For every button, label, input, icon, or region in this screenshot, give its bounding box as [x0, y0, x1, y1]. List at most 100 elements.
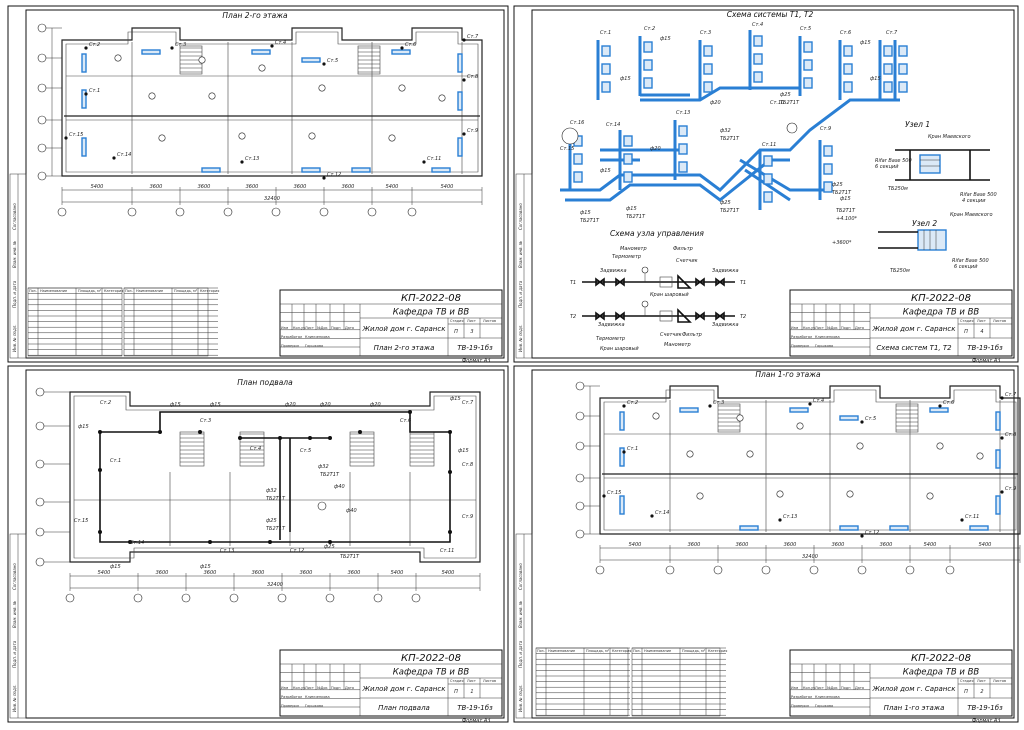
radiator: [995, 495, 1001, 515]
dimension-label: 5400: [391, 570, 404, 576]
riser-label: Ст.9: [467, 128, 478, 134]
side-label: Согласовано: [518, 563, 523, 590]
stamp-col: Лист: [977, 679, 986, 683]
pipe-label: ф15: [110, 564, 121, 570]
pipe-label: ф15: [840, 196, 851, 202]
stamp-col: Стадия: [450, 319, 463, 323]
pipe-label: ТБ2Т1Т: [266, 526, 286, 532]
node-title: Узел 1: [905, 120, 930, 129]
radiator: [643, 77, 653, 89]
ctrl-label: Фильтр: [673, 246, 693, 252]
sheet-1st-floor: Инв. № подл. Подп. и дата Взам. инв. № С…: [513, 365, 1021, 724]
pipe-label: ф15: [450, 396, 461, 402]
radiator: [889, 525, 909, 531]
riser-label: Ст.5: [327, 58, 338, 64]
object-name: Жилой дом г. Саранск: [872, 325, 957, 333]
ctrl-label: Фильтр: [682, 332, 702, 338]
stamp-col: Лист: [467, 319, 476, 323]
pipe-label: ф32: [318, 464, 329, 470]
pipe-label: ТБ2Т1Т: [266, 496, 286, 502]
stamp-header: №Док: [827, 686, 838, 690]
dimension-label: 5400: [386, 184, 399, 190]
dimension-label: 3600: [736, 542, 749, 548]
control-title: Схема узла управления: [610, 229, 704, 238]
sheet-format: Формат А3: [972, 358, 1000, 364]
side-label: Подп. и дата: [12, 280, 17, 308]
radiator: [623, 135, 633, 147]
riser-label: Ст.4: [250, 446, 261, 452]
radiator: [431, 167, 451, 173]
sheet-title: План подвала: [237, 378, 293, 387]
valve-symbol: [715, 311, 725, 321]
table-header: Площадь, м²: [78, 289, 102, 293]
radiator: [391, 49, 411, 55]
stamp-header: Дата: [345, 686, 354, 690]
meter-symbol: [659, 310, 673, 322]
sheet-number: 3: [470, 329, 473, 335]
riser-label: Ст.3: [713, 400, 724, 406]
riser-label: Ст.6: [405, 42, 416, 48]
node-callout: [561, 127, 579, 145]
elevation-mark: +4.100*: [836, 216, 858, 222]
radiator: [883, 81, 893, 93]
table-header: Наименование: [644, 649, 671, 653]
riser-label: Ст.11: [762, 142, 776, 148]
table-header: Категория: [200, 289, 219, 293]
stamp-person: Горшкова: [305, 704, 323, 708]
radiator: [995, 449, 1001, 469]
pipe-label: ф20: [650, 146, 661, 152]
radiator: [619, 411, 625, 431]
ctrl-label: Задвижка: [712, 268, 739, 274]
dimension-label: 5400: [629, 542, 642, 548]
riser-label: Ст.14: [130, 540, 144, 546]
pipe-label: ф25: [266, 518, 277, 524]
control-unit-scheme: Схема узла управления Т1 Т1 Т2 Т2 Маноме…: [570, 229, 746, 352]
sheet-title: План 2-го этажа: [222, 11, 288, 20]
radiator: [678, 161, 688, 173]
gauge-symbol: [641, 266, 649, 274]
riser-label: Ст.4: [752, 22, 763, 28]
riser-label: Ст.5: [300, 448, 311, 454]
radiator: [995, 411, 1001, 431]
node-label: 6 секций: [875, 164, 899, 170]
radiator: [351, 167, 371, 173]
table-header: Наименование: [40, 289, 67, 293]
stamp-header: Подп: [841, 686, 850, 690]
side-label: Согласовано: [12, 203, 17, 230]
sheet-name: План 1-го этажа: [884, 704, 945, 712]
ctrl-label: Кран шаровый: [600, 346, 639, 352]
stamp-person: Горшкова: [305, 344, 323, 348]
stamp-header: Подп: [331, 326, 340, 330]
sheet-border: [7, 365, 509, 723]
stamp-role: Разработал: [791, 695, 812, 699]
sheet-border: [513, 5, 1019, 363]
node-label: Rifar Base 500: [952, 258, 989, 264]
department: Кафедра ТВ и ВВ: [903, 668, 980, 678]
stamp-header: Кол.уч: [803, 686, 815, 690]
dimension-label: 3600: [150, 184, 163, 190]
side-label: Взам. инв. №: [518, 241, 523, 268]
radiator: [601, 45, 611, 57]
radiator: [703, 63, 713, 75]
table-header: Поз.: [537, 649, 545, 653]
node-label: 4 секции: [962, 198, 986, 204]
table-header: Категория: [104, 289, 123, 293]
sheet-format: Формат А3: [462, 358, 490, 364]
side-strip: Инв. № подл. Подп. и дата Взам. инв. № С…: [515, 173, 533, 359]
stamp-col: Листов: [993, 679, 1006, 683]
pipe-t1: Т1: [570, 280, 576, 286]
project-code: КП-2022-08: [401, 653, 461, 664]
total-dimension: 32400: [267, 582, 283, 588]
filter-symbol: [677, 308, 692, 323]
radiator: [898, 45, 908, 57]
radiator: [763, 173, 773, 185]
stamp-header: №Док: [317, 326, 328, 330]
total-dimension: 32400: [802, 554, 818, 560]
